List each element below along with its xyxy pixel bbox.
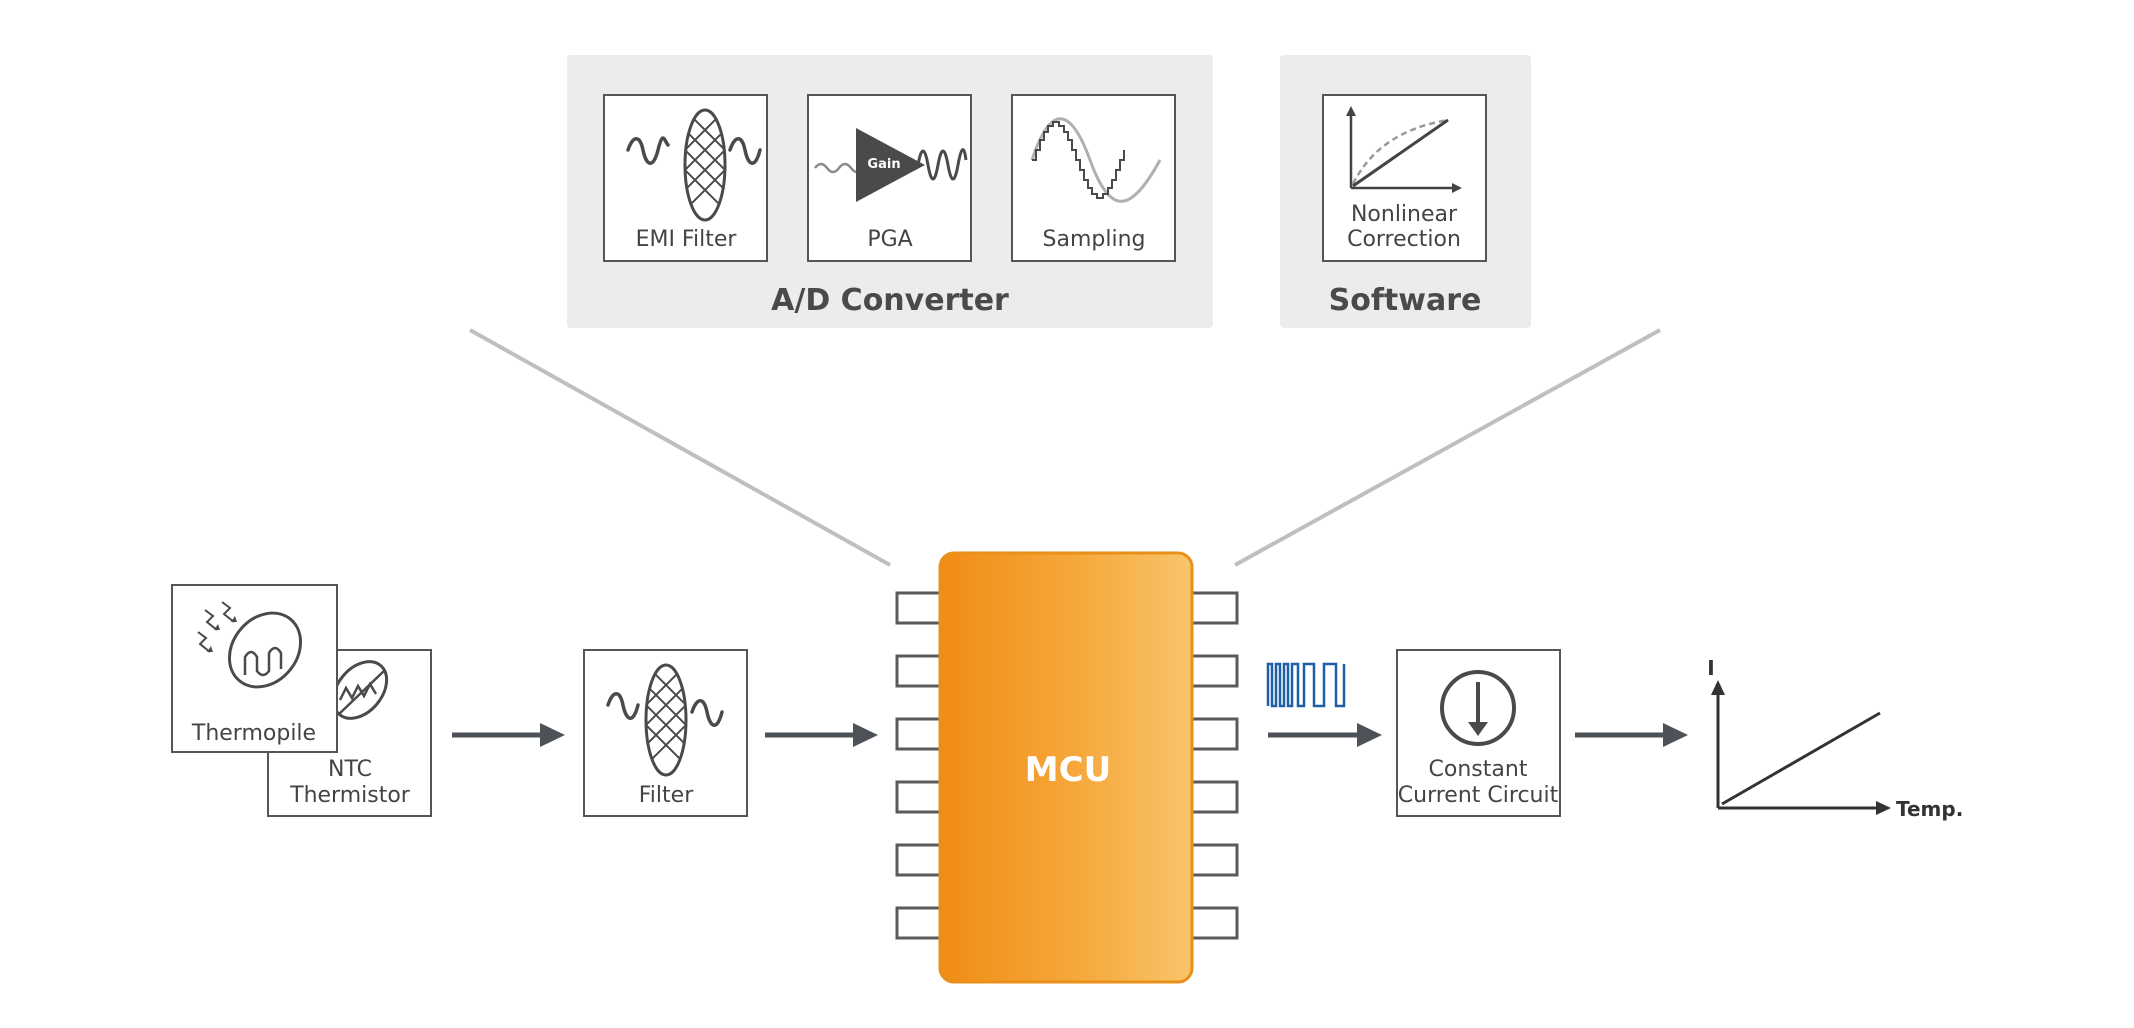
- arrow-filter-to-mcu: [765, 723, 878, 747]
- mcu-label: MCU: [1025, 750, 1111, 790]
- arrow-mcu-to-current-circuit: [1268, 723, 1382, 747]
- current-vs-temperature-graph-icon: I Temp.: [1707, 656, 1963, 821]
- sampling-wave-icon: [1030, 117, 1162, 203]
- constant-current-circuit-box: Constant Current Circuit: [1396, 649, 1561, 817]
- mcu-body: [938, 551, 1194, 984]
- current-circuit-label-line1: Constant: [1429, 757, 1528, 782]
- thermistor-icon: [331, 660, 389, 720]
- current-source-icon: [1440, 670, 1516, 746]
- filter-label: Filter: [639, 783, 694, 808]
- arrow-current-circuit-to-graph: [1575, 723, 1688, 747]
- pga-amplifier-icon: Gain: [814, 128, 968, 202]
- arrow-sensor-to-filter: [452, 723, 565, 747]
- zoom-connector-lines: [469, 328, 1661, 567]
- thermopile-box: Thermopile: [171, 584, 338, 753]
- pga-gain-badge: Gain: [867, 157, 900, 172]
- thermopile-label: Thermopile: [191, 721, 316, 746]
- sampling-box: Sampling: [1011, 94, 1176, 262]
- pga-box: Gain PGA: [807, 94, 972, 262]
- software-panel: Nonlinear Correction Software: [1280, 55, 1531, 328]
- filter-icon: [606, 663, 724, 777]
- emi-filter-label: EMI Filter: [636, 227, 738, 252]
- mcu-pins-left: [895, 591, 944, 940]
- software-title: Software: [1329, 283, 1482, 318]
- graph-x-axis-label: Temp.: [1896, 797, 1963, 821]
- ntc-label-line2: Thermistor: [289, 783, 411, 808]
- mcu-pins-right: [1190, 591, 1239, 940]
- ad-converter-panel: EMI Filter Gain PGA Sampling A/D Convert…: [567, 55, 1213, 328]
- nonlinear-correction-graph-icon: [1346, 106, 1462, 193]
- thermopile-sensor-icon: [197, 601, 303, 689]
- filter-box: Filter: [583, 649, 748, 817]
- nonlinear-correction-box: Nonlinear Correction: [1322, 94, 1487, 262]
- ntc-label-line1: NTC: [328, 757, 372, 782]
- ad-converter-title: A/D Converter: [771, 283, 1009, 318]
- sensor-group: NTC Thermistor Thermopile: [171, 584, 432, 817]
- current-circuit-label-line2: Current Circuit: [1398, 783, 1559, 808]
- sampling-label: Sampling: [1043, 227, 1146, 252]
- nonlinear-label-line2: Correction: [1347, 227, 1461, 252]
- graph-y-axis-label: I: [1707, 656, 1714, 680]
- emi-filter-icon: [626, 108, 762, 222]
- emi-filter-box: EMI Filter: [603, 94, 768, 262]
- pwm-signal-icon: [1266, 662, 1346, 708]
- nonlinear-label-line1: Nonlinear: [1351, 202, 1458, 227]
- pga-label: PGA: [867, 227, 912, 252]
- mcu-chip: MCU: [895, 551, 1239, 984]
